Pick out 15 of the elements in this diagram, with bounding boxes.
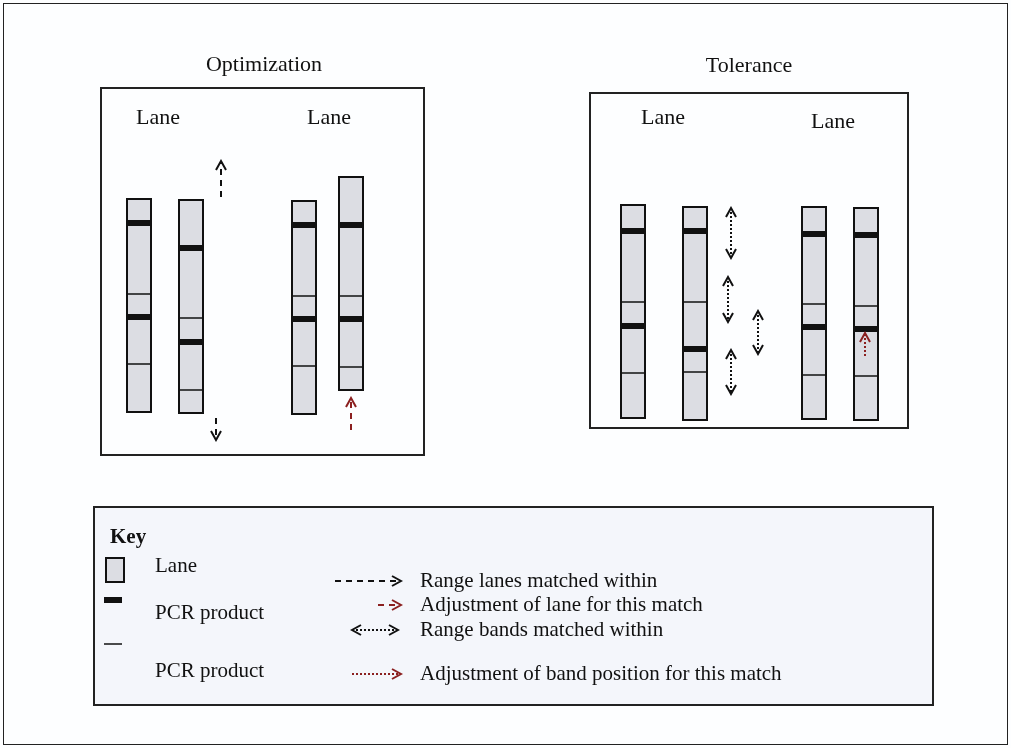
legend-label: Range lanes matched within xyxy=(420,570,658,591)
legend-label: PCR product xyxy=(155,602,265,623)
key-panel xyxy=(93,506,934,706)
lane-label: Lane xyxy=(136,106,180,128)
legend-label: Adjustment of band position for this match xyxy=(420,663,782,684)
lane-label: Lane xyxy=(307,106,351,128)
lane-label: Lane xyxy=(811,110,855,132)
legend-label: Range bands matched within xyxy=(420,619,664,640)
legend-label: Lane xyxy=(155,555,197,576)
panel-title: Tolerance xyxy=(705,54,793,76)
legend-label: Adjustment of lane for this match xyxy=(420,594,703,615)
key-heading: Key xyxy=(110,526,147,547)
lane-label: Lane xyxy=(641,106,685,128)
legend-label: PCR product xyxy=(155,660,265,681)
panel-title: Optimization xyxy=(205,53,323,75)
